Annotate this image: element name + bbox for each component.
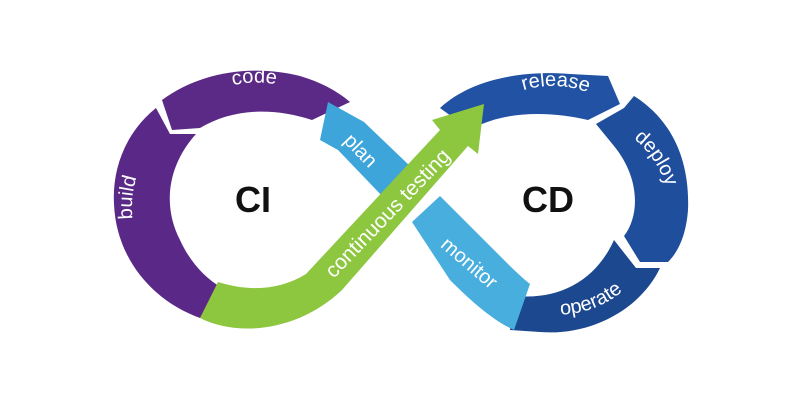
monitor-segment — [412, 196, 530, 330]
cd-label: CD — [522, 179, 574, 220]
build-segment — [113, 108, 222, 318]
code-label: code — [230, 65, 279, 90]
ci-label: CI — [235, 179, 271, 220]
release-segment — [440, 73, 620, 130]
continuous-testing-segment — [200, 104, 484, 329]
deploy-segment — [596, 96, 689, 262]
code-segment — [162, 70, 350, 130]
operate-segment — [510, 240, 660, 333]
plan-segment — [320, 102, 412, 198]
